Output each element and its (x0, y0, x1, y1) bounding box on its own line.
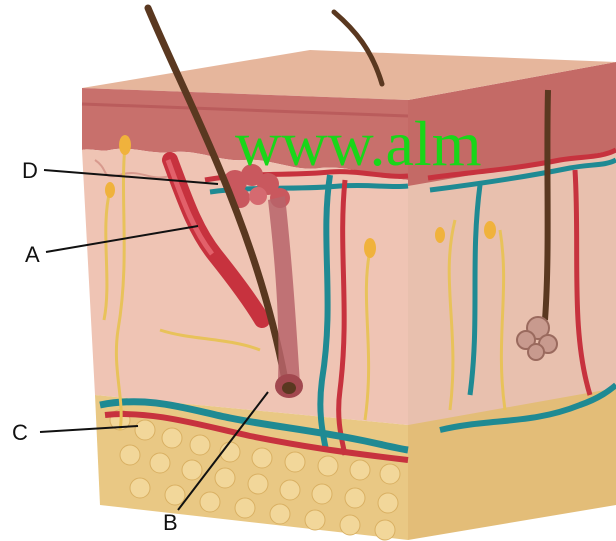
label-d: D (22, 158, 38, 183)
label-a: A (25, 242, 40, 267)
label-c: C (12, 420, 28, 445)
watermark: www.alm (235, 108, 481, 179)
label-b: B (163, 510, 178, 535)
